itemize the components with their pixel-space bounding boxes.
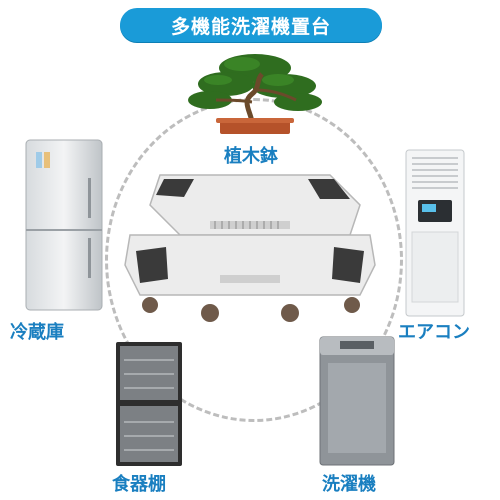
label-refrigerator: 冷蔵庫	[10, 322, 64, 343]
label-dish-cabinet: 食器棚	[112, 474, 166, 495]
washing-machine-image	[319, 336, 395, 466]
title-banner: 多機能洗濯機置台	[120, 8, 382, 42]
label-air-conditioner: エアコン	[398, 322, 470, 343]
label-bonsai: 植木鉢	[224, 146, 278, 167]
washer-stand-image	[124, 174, 376, 322]
title-text: 多機能洗濯機置台	[170, 15, 331, 38]
dish-cabinet-image	[116, 342, 182, 466]
dashed-circle	[105, 98, 403, 422]
air-conditioner-image	[405, 149, 465, 317]
label-washing-machine: 洗濯機	[322, 474, 376, 495]
bonsai-image	[188, 54, 322, 134]
refrigerator-image	[25, 139, 103, 311]
